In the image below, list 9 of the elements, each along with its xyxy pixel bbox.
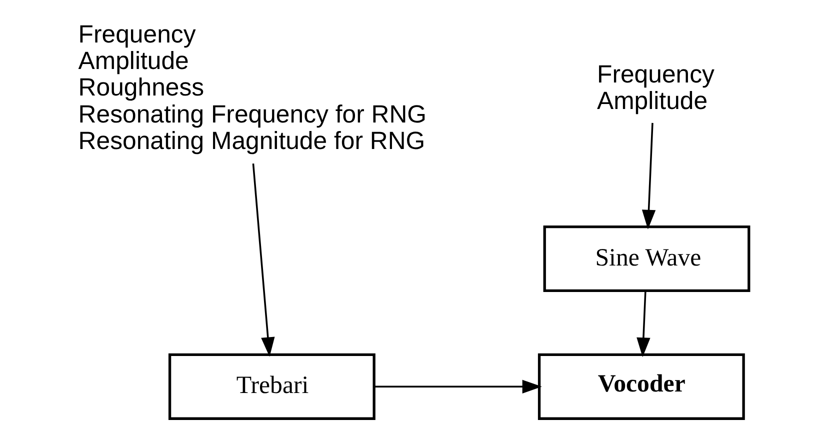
node-box: Sine Wave bbox=[543, 225, 750, 292]
node-box: Vocoder bbox=[538, 353, 745, 420]
arrow bbox=[636, 291, 650, 358]
arrow bbox=[374, 380, 542, 394]
arrow bbox=[252, 163, 275, 357]
arrow bbox=[642, 122, 656, 230]
node-text: Frequency Amplitude bbox=[597, 60, 714, 115]
node-box: Trebari bbox=[168, 353, 376, 420]
node-text: Frequency Amplitude Roughness Resonating Frequency for RNG Resonating Magnitude for RNG bbox=[78, 20, 427, 155]
